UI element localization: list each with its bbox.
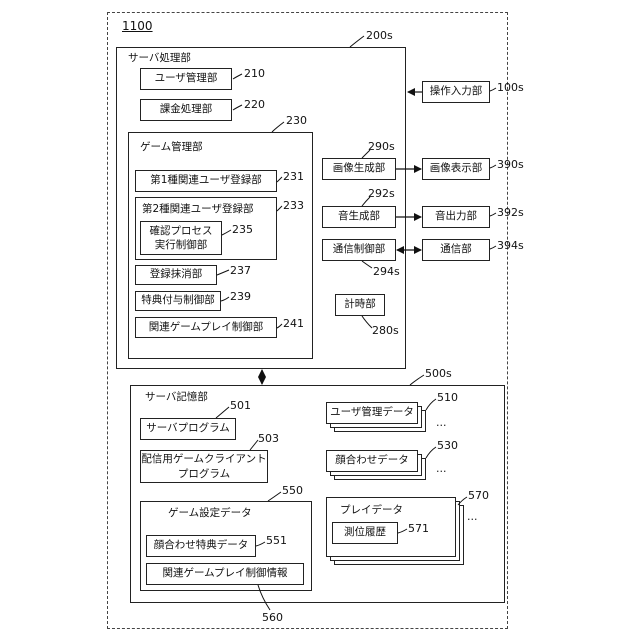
play-ctrl-label: 関連ゲームプレイ制御部 — [149, 321, 264, 335]
meetup-bonus-ref: 551 — [266, 535, 287, 546]
user-data-label: ユーザ管理データ — [330, 406, 414, 420]
history-ref: 571 — [408, 523, 429, 534]
operation-input-ref: 100s — [497, 82, 524, 93]
sound-output-box: 音出力部 — [422, 206, 490, 228]
user-mgmt-box: ユーザ管理部 — [140, 68, 232, 90]
confirm-line2: 実行制御部 — [155, 238, 208, 252]
server-program-box: サーバプログラム — [140, 418, 236, 440]
bonus-ref: 239 — [230, 291, 251, 302]
reg1-ref: 231 — [283, 171, 304, 182]
reg1-box: 第1種関連ユーザ登録部 — [135, 170, 277, 192]
sound-gen-label: 音生成部 — [338, 210, 380, 224]
meetup-data-box: 顔合わせデータ — [326, 450, 418, 472]
confirm-ref: 235 — [232, 224, 253, 235]
delete-label: 登録抹消部 — [150, 268, 203, 282]
play-ctrl-ref: 241 — [283, 318, 304, 329]
delete-box: 登録抹消部 — [135, 265, 217, 285]
play-ctrl-info-label: 関連ゲームプレイ制御情報 — [162, 567, 287, 581]
timer-ref: 280s — [372, 325, 399, 336]
confirm-line1: 確認プロセス — [150, 224, 213, 238]
meetup-data-ref: 530 — [437, 440, 458, 451]
comm-ctrl-label: 通信制御部 — [333, 243, 386, 257]
image-display-box: 画像表示部 — [422, 158, 490, 180]
reg2-ref: 233 — [283, 200, 304, 211]
image-gen-box: 画像生成部 — [322, 158, 396, 180]
timer-box: 計時部 — [335, 294, 385, 316]
user-data-ellipsis: … — [436, 418, 447, 429]
play-data-ellipsis: … — [467, 512, 478, 523]
image-display-label: 画像表示部 — [430, 162, 483, 176]
client-program-line2: プログラム — [178, 467, 230, 481]
timer-label: 計時部 — [344, 298, 376, 312]
sound-output-label: 音出力部 — [435, 210, 477, 224]
delete-ref: 237 — [230, 265, 251, 276]
client-program-ref: 503 — [258, 433, 279, 444]
game-settings-title: ゲーム設定データ — [168, 508, 252, 519]
communication-ref: 394s — [497, 240, 524, 251]
client-program-line1: 配信用ゲームクライアント — [141, 452, 266, 466]
client-program-box: 配信用ゲームクライアント プログラム — [140, 450, 268, 483]
play-ctrl-box: 関連ゲームプレイ制御部 — [135, 317, 277, 338]
sound-output-ref: 392s — [497, 207, 524, 218]
communication-box: 通信部 — [422, 239, 490, 261]
confirm-box: 確認プロセス 実行制御部 — [140, 221, 222, 255]
operation-input-label: 操作入力部 — [430, 85, 483, 99]
play-ctrl-info-box: 関連ゲームプレイ制御情報 — [146, 563, 304, 585]
image-gen-label: 画像生成部 — [333, 162, 386, 176]
comm-ctrl-box: 通信制御部 — [322, 239, 396, 261]
server-storage-ref: 500s — [425, 368, 452, 379]
sound-gen-box: 音生成部 — [322, 206, 396, 228]
play-ctrl-info-ref: 560 — [262, 612, 283, 623]
image-gen-ref: 290s — [368, 141, 395, 152]
server-program-ref: 501 — [230, 400, 251, 411]
play-data-label: プレイデータ — [340, 505, 403, 516]
communication-label: 通信部 — [440, 243, 472, 257]
user-mgmt-ref: 210 — [244, 68, 265, 79]
server-program-label: サーバプログラム — [146, 422, 230, 436]
image-display-ref: 390s — [497, 159, 524, 170]
play-data-ref: 570 — [468, 490, 489, 501]
meetup-bonus-label: 顔合わせ特典データ — [154, 539, 249, 553]
billing-box: 課金処理部 — [140, 99, 232, 121]
meetup-data-ellipsis: … — [436, 464, 447, 475]
billing-label: 課金処理部 — [160, 103, 213, 117]
reg2-label: 第2種関連ユーザ登録部 — [142, 204, 253, 215]
server-processing-ref: 200s — [366, 30, 393, 41]
game-mgmt-title: ゲーム管理部 — [140, 142, 203, 153]
game-settings-ref: 550 — [282, 485, 303, 496]
history-label: 測位履歴 — [344, 526, 386, 540]
figure-ref: 1100 — [122, 20, 153, 32]
user-data-box: ユーザ管理データ — [326, 402, 418, 424]
server-processing-title: サーバ処理部 — [128, 53, 191, 64]
server-storage-title: サーバ記憶部 — [145, 392, 208, 403]
user-data-ref: 510 — [437, 392, 458, 403]
comm-ctrl-ref: 294s — [373, 266, 400, 277]
operation-input-box: 操作入力部 — [422, 81, 490, 103]
sound-gen-ref: 292s — [368, 188, 395, 199]
billing-ref: 220 — [244, 99, 265, 110]
meetup-data-label: 顔合わせデータ — [335, 454, 409, 468]
game-mgmt-ref: 230 — [286, 115, 307, 126]
history-box: 測位履歴 — [332, 522, 398, 544]
bonus-label: 特典付与制御部 — [141, 294, 215, 308]
user-mgmt-label: ユーザ管理部 — [155, 72, 218, 86]
meetup-bonus-box: 顔合わせ特典データ — [146, 535, 256, 557]
bonus-box: 特典付与制御部 — [135, 291, 221, 311]
reg1-label: 第1種関連ユーザ登録部 — [150, 174, 261, 188]
